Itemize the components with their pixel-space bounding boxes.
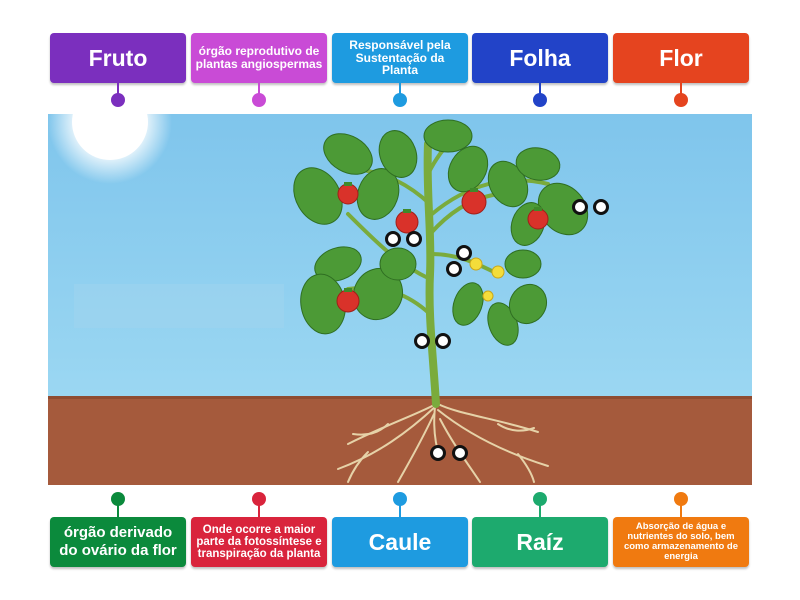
drop-target-hole[interactable] [452,445,468,461]
faint-panel [74,284,284,328]
pin-dot [111,93,125,107]
pin-stem [399,83,401,97]
pin-stem [680,83,682,97]
drop-target-hole[interactable] [430,445,446,461]
tile-flor[interactable]: Flor [613,33,749,83]
pin-stem [117,503,119,517]
pin-dot [393,492,407,506]
tile-sustentacao[interactable]: Responsável pela Sustentação da Planta [332,33,468,83]
tile-label: Caule [368,528,432,555]
tile-label: Raíz [516,528,564,555]
pin-stem [258,83,260,97]
tile-label: órgão derivado do ovário da flor [59,524,177,559]
tile-label: Absorção de água e nutrientes do solo, b… [623,521,739,562]
drop-target-hole[interactable] [414,333,430,349]
tile-label: Fruto [88,44,148,71]
tomato-caps [344,182,542,292]
plant-illustration [48,60,752,485]
drop-target-hole[interactable] [446,261,462,277]
drop-target-hole[interactable] [572,199,588,215]
leaves [293,119,589,346]
tile-absorcao[interactable]: Absorção de água e nutrientes do solo, b… [613,517,749,567]
pin-stem [399,503,401,517]
pin-stem [539,503,541,517]
tile-label: Flor [659,44,703,71]
tile-raiz[interactable]: Raíz [472,517,608,567]
drop-target-hole[interactable] [385,231,401,247]
pin-stem [117,83,119,97]
pin-stem [539,83,541,97]
drop-target-hole[interactable] [435,333,451,349]
pin-dot [533,93,547,107]
pin-dot [111,492,125,506]
tile-fotossintese[interactable]: Onde ocorre a maior parte da fotossíntes… [191,517,327,567]
pin-dot [533,492,547,506]
tile-folha[interactable]: Folha [472,33,608,83]
pin-stem [258,503,260,517]
pin-dot [252,93,266,107]
pin-dot [252,492,266,506]
pin-dot [674,492,688,506]
flowers [469,257,505,302]
tile-label: órgão reprodutivo de plantas angiosperma… [195,44,323,71]
roots [337,395,549,483]
soil [48,396,752,485]
drop-target-hole[interactable] [456,245,472,261]
drop-target-hole[interactable] [406,231,422,247]
tile-label: Folha [509,44,571,71]
pin-stem [680,503,682,517]
tile-caule[interactable]: Caule [332,517,468,567]
pin-dot [674,93,688,107]
tile-orgao-reprodutivo[interactable]: órgão reprodutivo de plantas angiosperma… [191,33,327,83]
tile-label: Responsável pela Sustentação da Planta [349,38,451,78]
tile-orgao-derivado[interactable]: órgão derivado do ovário da flor [50,517,186,567]
plant-scene-svg [48,60,752,485]
pin-dot [393,93,407,107]
tile-label: Onde ocorre a maior parte da fotossíntes… [196,523,322,561]
soil-line [48,396,752,399]
tile-fruto[interactable]: Fruto [50,33,186,83]
drop-target-hole[interactable] [593,199,609,215]
